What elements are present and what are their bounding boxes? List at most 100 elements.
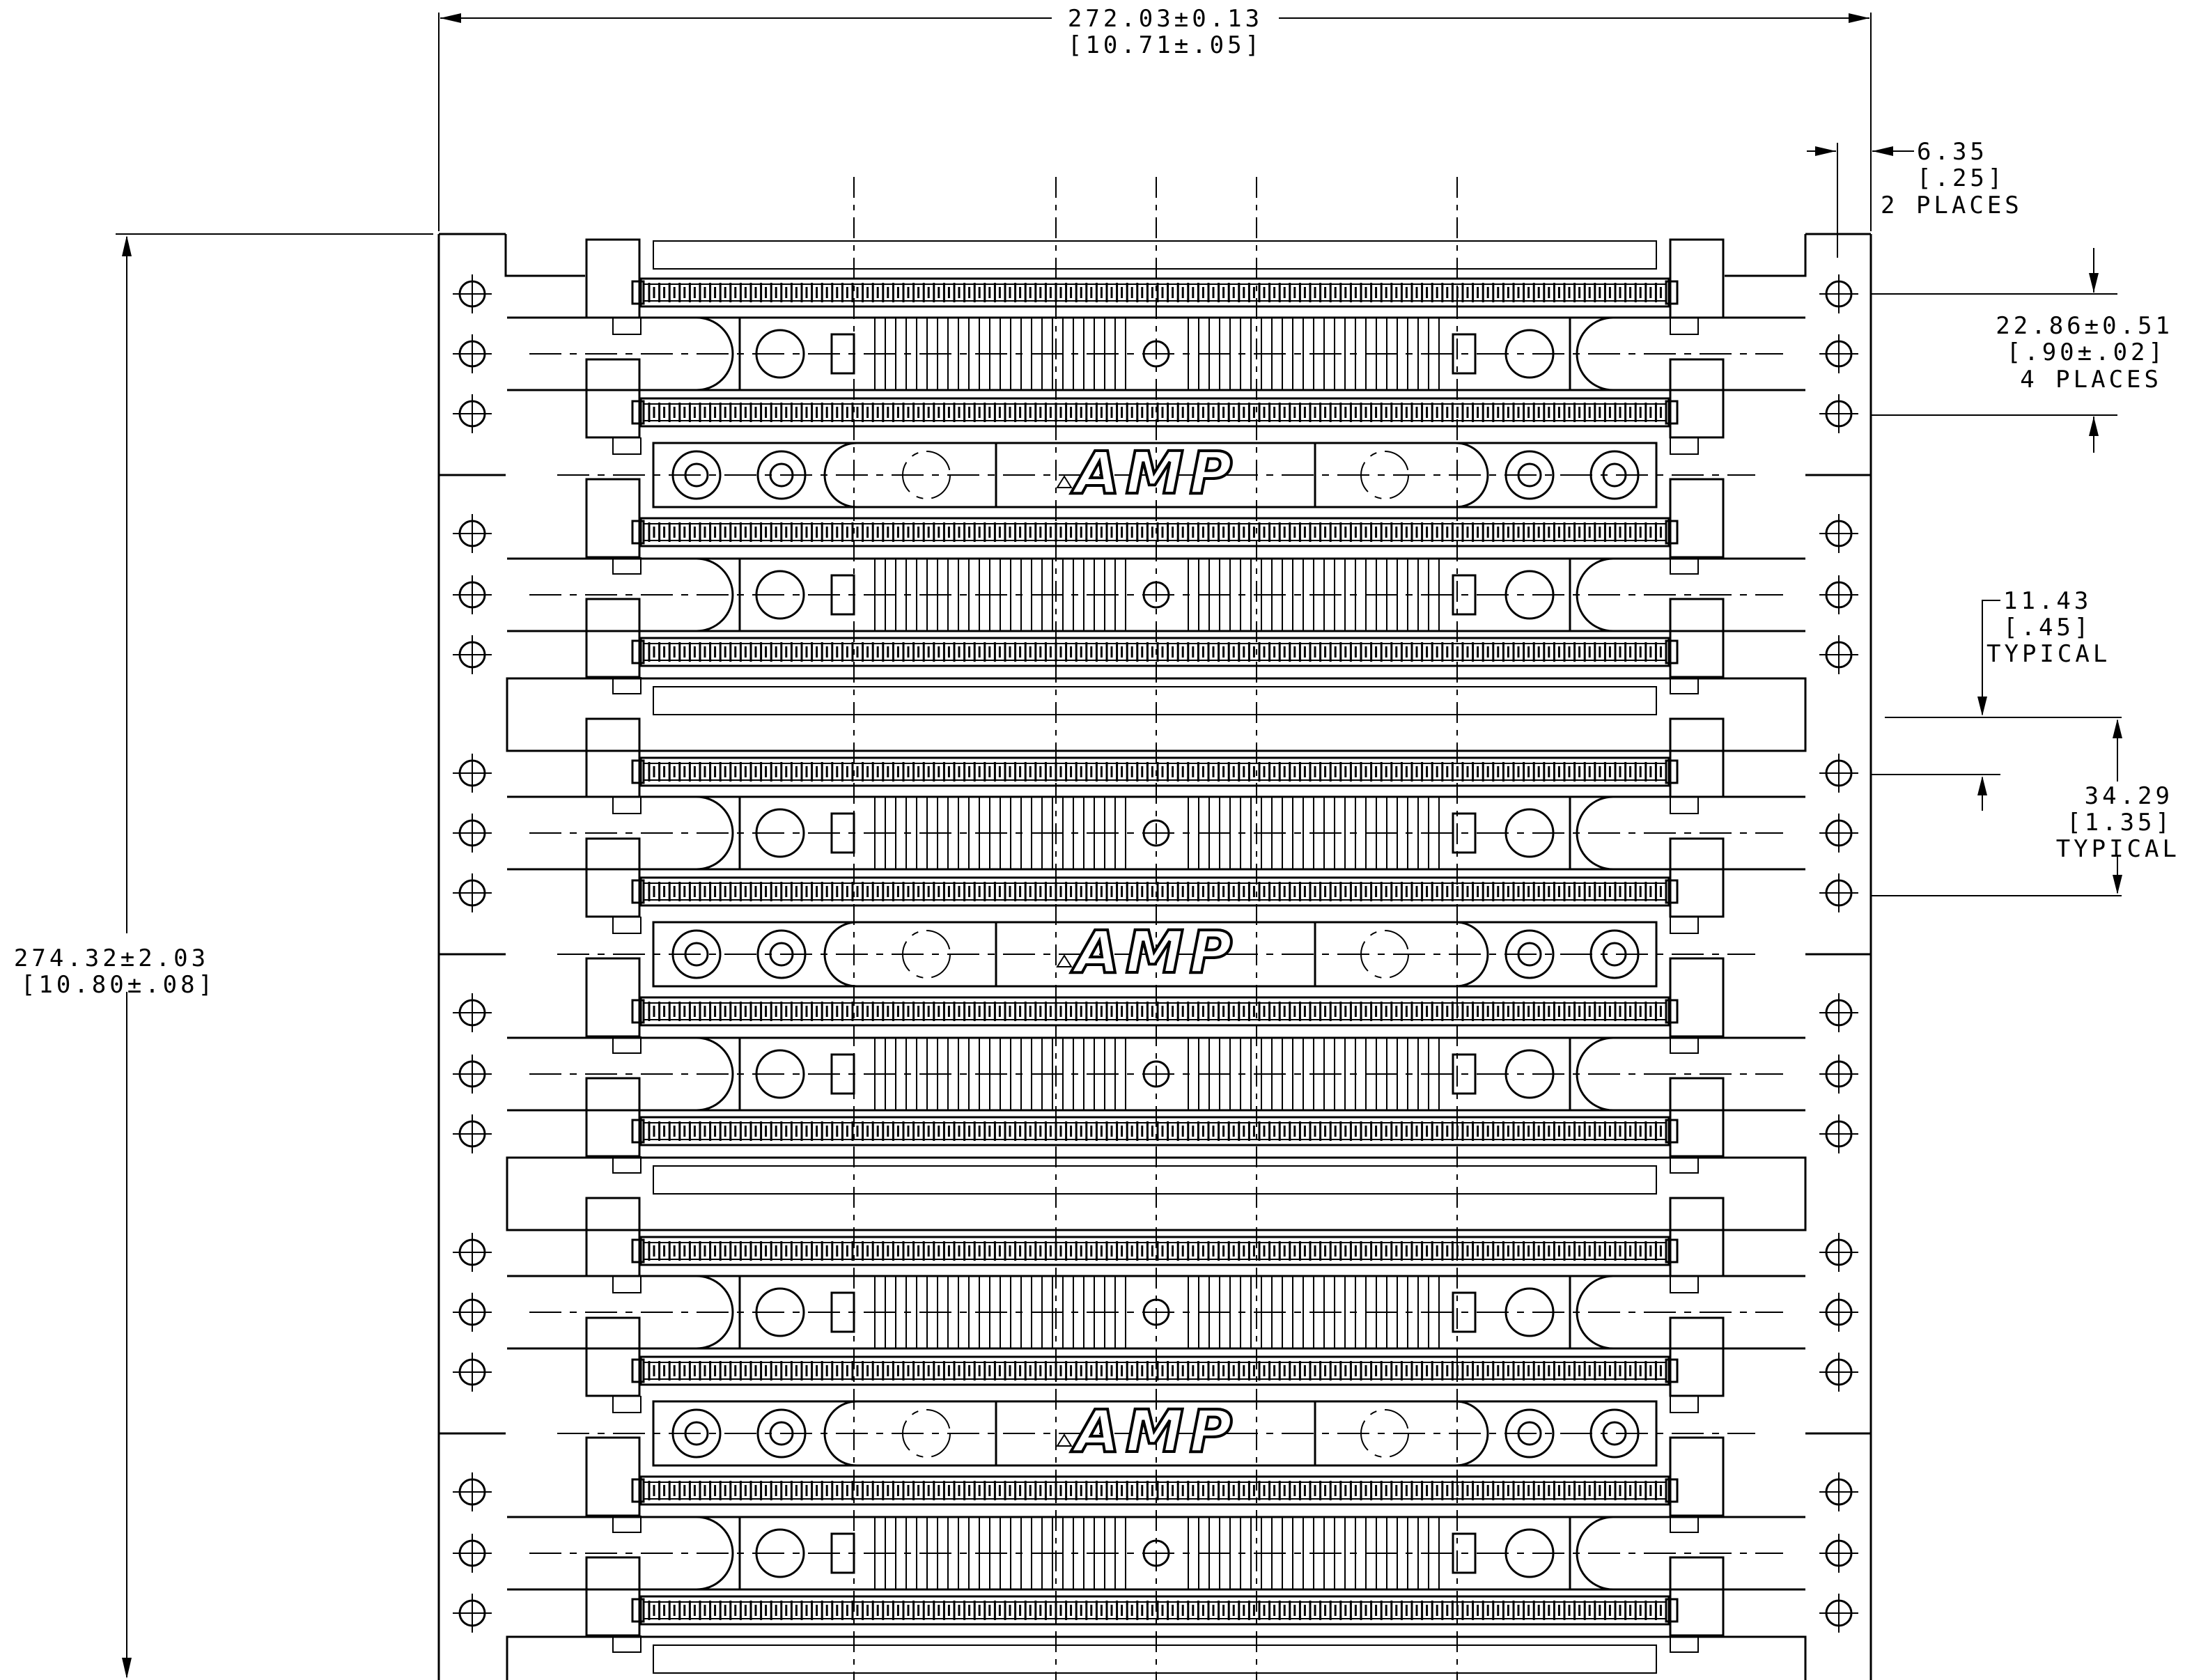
bracket-foot bbox=[612, 557, 641, 575]
overall-width-imperial: [10.71±.05] bbox=[1068, 31, 1263, 59]
terminal-clips bbox=[648, 1121, 1662, 1141]
fastener-icon bbox=[756, 1408, 807, 1459]
fastener-core-icon bbox=[1517, 462, 1542, 488]
dashed-circle-icon bbox=[1360, 451, 1409, 499]
edge-offset-metric: 6.35 bbox=[1917, 138, 1988, 166]
strip-end-cap bbox=[631, 999, 645, 1024]
strip-end-cap bbox=[1665, 999, 1679, 1024]
right-bracket bbox=[1669, 598, 1725, 678]
left-rounded-end bbox=[507, 795, 734, 871]
bracket-foot bbox=[1670, 557, 1699, 575]
right-bracket bbox=[1669, 957, 1725, 1038]
bracket-foot bbox=[612, 1156, 641, 1174]
fastener-icon bbox=[1589, 450, 1640, 500]
strip-end-cap bbox=[631, 639, 645, 664]
hole-pitch-note: 4 PLACES bbox=[2020, 366, 2162, 394]
fastener-core-icon bbox=[684, 462, 709, 488]
rounded-cap bbox=[823, 921, 857, 988]
centerlines bbox=[853, 177, 1458, 1680]
right-bracket bbox=[1669, 837, 1725, 918]
triangle-mark-icon bbox=[1056, 954, 1073, 967]
overall-height-dimension: 274.32±2.03 [10.80±.08] bbox=[14, 233, 433, 1679]
fastener-core-icon bbox=[1602, 1421, 1627, 1446]
gap-imperial: [.45] bbox=[2003, 614, 2092, 641]
terminal-strip bbox=[639, 1595, 1670, 1626]
bracket-foot bbox=[1670, 1276, 1699, 1293]
fastener-icon bbox=[1504, 929, 1555, 979]
connecting-block-module bbox=[439, 238, 1871, 752]
terminal-clips bbox=[648, 1241, 1662, 1261]
left-rounded-end bbox=[507, 1516, 734, 1591]
strip-end-cap bbox=[631, 1119, 645, 1144]
blank-rail-slot bbox=[653, 1644, 1657, 1674]
fastener-core-icon bbox=[769, 462, 794, 488]
connecting-blocks bbox=[439, 234, 1871, 1680]
right-bracket bbox=[1669, 358, 1725, 439]
strip-end-cap bbox=[1665, 520, 1679, 545]
overall-width-metric: 272.03±0.13 bbox=[1068, 5, 1263, 33]
strip-end-cap bbox=[1665, 1358, 1679, 1383]
left-rounded-end bbox=[507, 557, 734, 632]
strip-end-cap bbox=[1665, 639, 1679, 664]
overall-height-metric: 274.32±2.03 bbox=[14, 944, 209, 972]
fastener-core-icon bbox=[684, 942, 709, 967]
rounded-cap bbox=[1455, 1400, 1489, 1467]
rounded-cap bbox=[1455, 921, 1489, 988]
strip-end-cap bbox=[1665, 400, 1679, 425]
left-bracket bbox=[585, 238, 641, 319]
bracket-foot bbox=[612, 1516, 641, 1533]
bracket-foot bbox=[1670, 1036, 1699, 1054]
terminal-clips bbox=[648, 1361, 1662, 1380]
bracket-foot bbox=[1670, 1156, 1699, 1174]
strip-end-cap bbox=[1665, 280, 1679, 305]
terminal-clips bbox=[648, 522, 1662, 542]
strip-end-cap bbox=[631, 1598, 645, 1623]
left-bracket bbox=[585, 1556, 641, 1637]
top-rail bbox=[653, 240, 1657, 270]
terminal-strip bbox=[639, 637, 1670, 667]
strip-end-cap bbox=[631, 520, 645, 545]
terminal-clips bbox=[648, 882, 1662, 901]
hole-pitch-imperial: [.90±.02] bbox=[2007, 339, 2166, 366]
strip-end-cap bbox=[631, 1358, 645, 1383]
terminal-strip bbox=[639, 397, 1670, 428]
dashed-circle-icon bbox=[1360, 930, 1409, 979]
amp-logo: AMP bbox=[1071, 918, 1238, 986]
left-bracket bbox=[585, 358, 641, 439]
left-bracket bbox=[585, 1197, 641, 1277]
dashed-circle-icon bbox=[902, 1409, 951, 1458]
fastener-core-icon bbox=[1602, 942, 1627, 967]
fastener-core-icon bbox=[684, 1421, 709, 1446]
terminal-strip bbox=[639, 996, 1670, 1027]
bracket-foot bbox=[1670, 318, 1699, 335]
strip-end-cap bbox=[1665, 1119, 1679, 1144]
strip-end-cap bbox=[631, 400, 645, 425]
edge-offset-imperial: [.25] bbox=[1917, 164, 2005, 192]
triangle-mark-icon bbox=[1056, 475, 1073, 488]
bracket-foot bbox=[612, 1635, 641, 1653]
right-bracket bbox=[1669, 1316, 1725, 1397]
strip-end-cap bbox=[631, 280, 645, 305]
bracket-foot bbox=[1670, 1516, 1699, 1533]
block-pitch-imperial: [1.35] bbox=[2067, 809, 2173, 837]
strip-end-cap bbox=[631, 759, 645, 784]
fastener-core-icon bbox=[769, 1421, 794, 1446]
terminal-strip bbox=[639, 1475, 1670, 1506]
fastener-core-icon bbox=[1602, 462, 1627, 488]
strip-end-cap bbox=[1665, 759, 1679, 784]
bracket-foot bbox=[612, 797, 641, 814]
bracket-foot bbox=[1670, 797, 1699, 814]
fastener-core-icon bbox=[1517, 942, 1542, 967]
terminal-clips bbox=[648, 642, 1662, 662]
dashed-circle-icon bbox=[1360, 1409, 1409, 1458]
rounded-cap bbox=[823, 442, 857, 508]
fastener-icon bbox=[671, 450, 722, 500]
terminal-clips bbox=[648, 283, 1662, 302]
strip-end-cap bbox=[1665, 1598, 1679, 1623]
bracket-foot bbox=[1670, 677, 1699, 694]
gap-note: TYPICAL bbox=[1986, 640, 2110, 668]
bracket-foot bbox=[612, 677, 641, 694]
bracket-foot bbox=[612, 1396, 641, 1413]
